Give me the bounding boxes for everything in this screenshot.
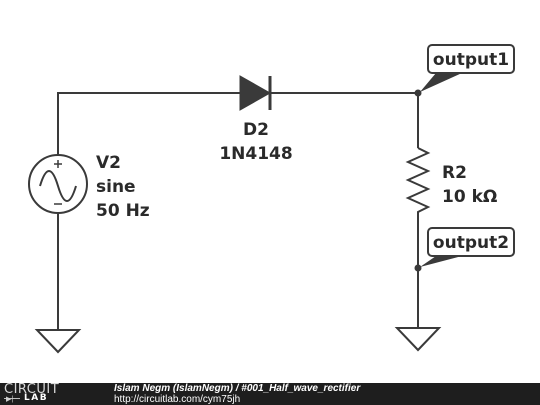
sine-wave-icon [39, 170, 77, 202]
circuitlab-logo[interactable]: CIRCUIT ▶| LAB [4, 382, 104, 405]
diode-symbol[interactable] [239, 75, 272, 111]
footer-bar: CIRCUIT ▶| LAB Islam Negm (IslamNegm) / … [0, 382, 540, 405]
wire-diode-to-node [270, 92, 419, 148]
logo-wire-line [4, 398, 20, 399]
footer-url-link[interactable]: http://circuitlab.com/cym75jh [114, 394, 241, 405]
output2-label: output2 [433, 233, 509, 253]
output1-label: output1 [433, 50, 509, 70]
diode-name-label: D2 [243, 120, 269, 140]
wire-source-to-diode [57, 92, 240, 155]
logo-text-bottom: LAB [24, 393, 49, 403]
footer-author-title: Islam Negm (IslamNegm) / #001_Half_wave_… [114, 383, 361, 394]
ground-symbol-source [34, 329, 82, 354]
schematic-canvas: output1 output2 V2 sine 50 Hz D2 1N4148 … [28, 44, 515, 354]
diode-part-label: 1N4148 [219, 144, 292, 164]
sine-source-symbol[interactable] [28, 154, 88, 214]
source-type-label: sine [96, 177, 136, 197]
output2-probe-tag[interactable]: output2 [420, 227, 515, 267]
source-frequency-label: 50 Hz [96, 201, 150, 221]
source-name-label: V2 [96, 153, 121, 173]
resistor-value-label: 10 kΩ [442, 187, 497, 207]
resistor-symbol[interactable] [405, 147, 431, 215]
output1-probe-tag[interactable]: output1 [420, 44, 515, 92]
junction-dot-output2 [414, 264, 422, 272]
junction-dot-output1 [414, 89, 422, 97]
resistor-name-label: R2 [442, 163, 467, 183]
logo-diode-icon: ▶| [6, 396, 14, 403]
ground-symbol-output [394, 327, 442, 352]
logo-text-top: CIRCUIT [4, 382, 60, 397]
